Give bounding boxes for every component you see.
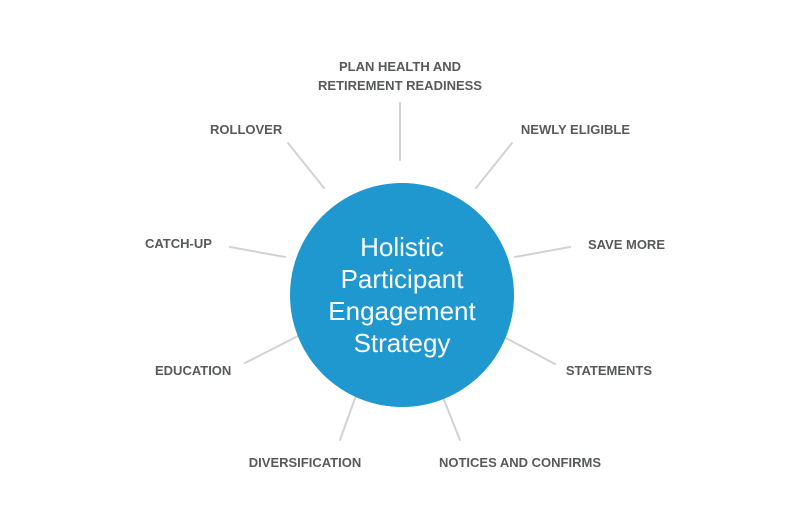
center-line-2: Participant <box>340 264 464 294</box>
label-save-more: SAVE MORE <box>587 237 665 252</box>
label-plan-health-line-1: PLAN HEALTH AND <box>338 59 462 74</box>
label-education: EDUCATION <box>155 363 232 378</box>
center-line-1: Holistic <box>360 232 444 262</box>
center-line-4: Strategy <box>353 328 451 358</box>
label-notices-and-confirms: NOTICES AND CONFIRMS <box>438 455 602 470</box>
spoke-catch-up <box>229 246 286 258</box>
label-newly-eligible: NEWLY ELIGIBLE <box>520 122 630 137</box>
spoke-newly-eligible <box>475 142 513 189</box>
label-catch-up: CATCH-UP <box>145 236 212 251</box>
label-statements: STATEMENTS <box>565 363 652 378</box>
spoke-diversification <box>339 389 359 441</box>
spoke-rollover <box>287 142 325 189</box>
label-plan-health: PLAN HEALTH AND RETIREMENT READINESS <box>300 57 500 95</box>
center-circle: Holistic Participant Engagement Strategy <box>290 183 514 407</box>
label-rollover: ROLLOVER <box>210 122 283 137</box>
spoke-save-more <box>514 246 571 258</box>
center-line-3: Engagement <box>328 296 476 326</box>
spoke-education <box>244 335 299 364</box>
label-diversification: DIVERSIFICATION <box>248 455 362 470</box>
spoke-statements <box>501 335 556 365</box>
label-plan-health-line-2: RETIREMENT READINESS <box>318 78 482 93</box>
